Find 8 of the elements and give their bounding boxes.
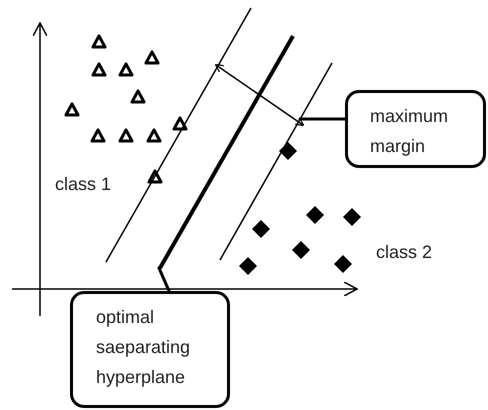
callout-box <box>345 90 486 168</box>
class-label: class 1 <box>55 173 112 196</box>
callout-box <box>70 291 230 408</box>
leader-line <box>298 118 346 120</box>
callout-text: maximum margin <box>370 105 450 158</box>
class-label: class 2 <box>376 241 432 264</box>
leader-line <box>158 266 170 292</box>
callout-text: optimal saeparating hyperplane <box>96 306 192 389</box>
